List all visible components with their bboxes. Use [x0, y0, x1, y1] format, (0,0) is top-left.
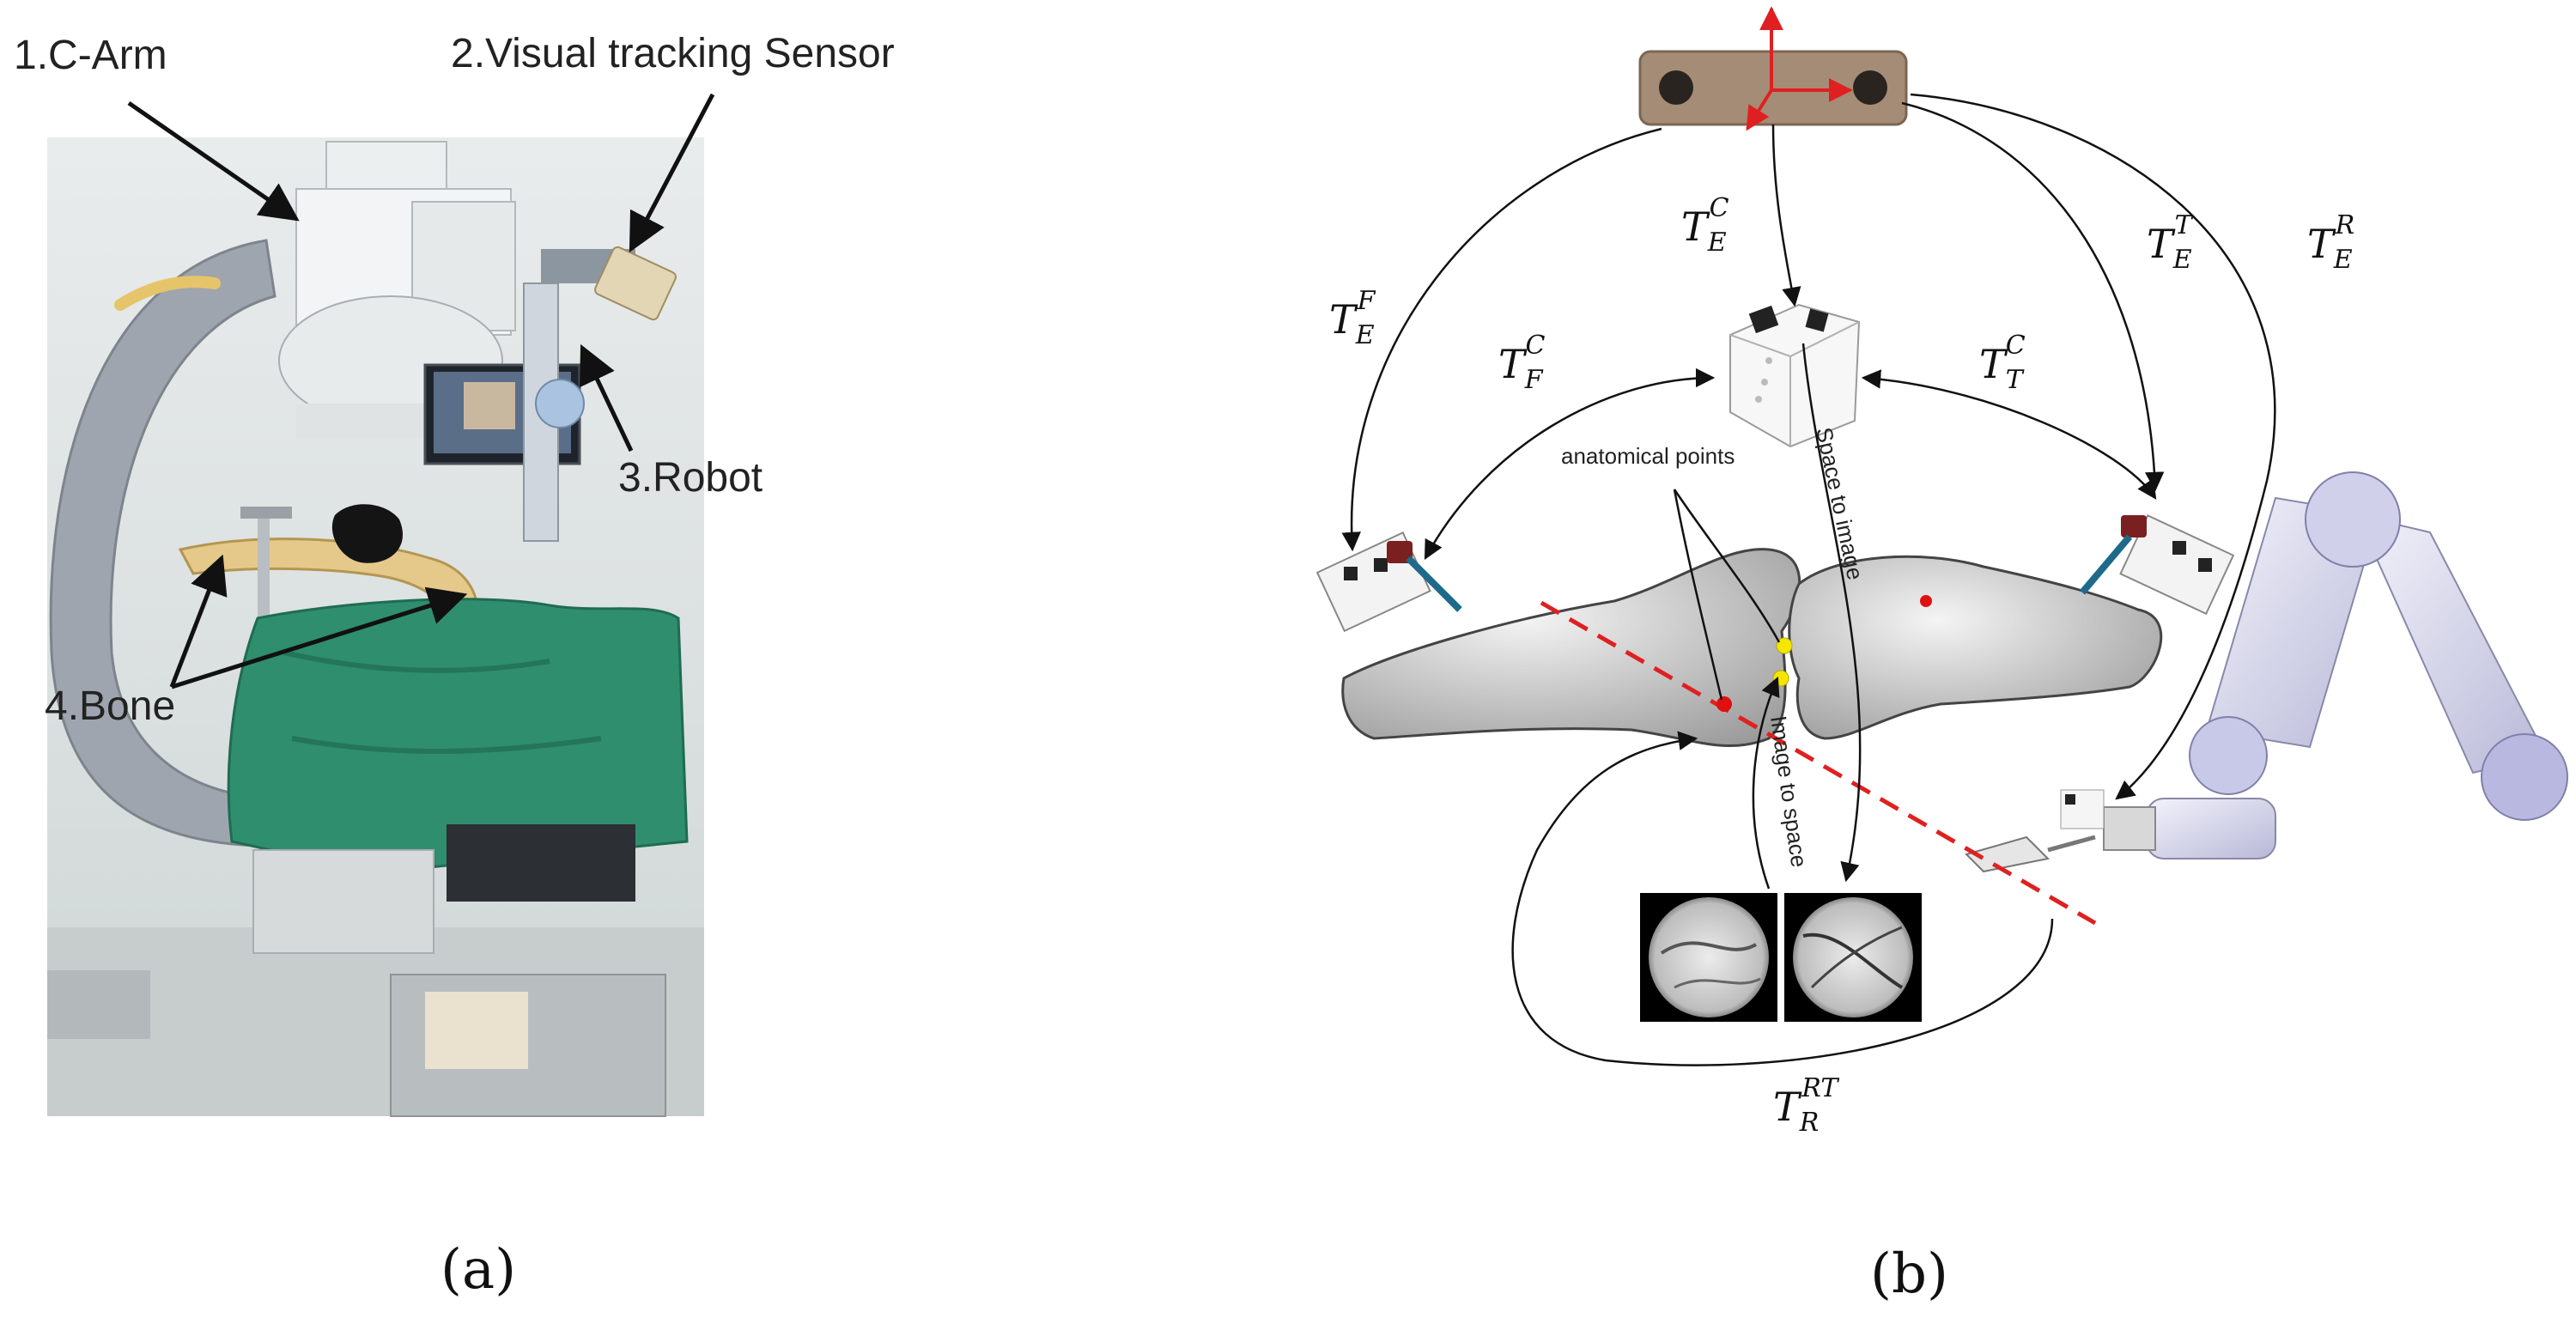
- arrow-TRRT: [1511, 731, 2054, 1066]
- sensor-label: 2.Visual tracking Sensor: [451, 31, 895, 76]
- planned-trajectory: [1540, 600, 2097, 926]
- operating-room-photo: [47, 137, 704, 1117]
- c-arm-label: 1.C-Arm: [14, 33, 167, 78]
- arrow-space-to-image: [1801, 343, 1862, 883]
- bone-arrow-2: [171, 586, 468, 689]
- camera-frame-axes: [1746, 6, 1853, 131]
- label-TRRT: TRRT: [1773, 1073, 1839, 1138]
- label-TFC: TFC: [1498, 331, 1546, 395]
- arrow-image-to-space: [1752, 676, 1780, 890]
- label-TER: TER: [2307, 210, 2354, 275]
- tibia-model: [1788, 555, 2163, 740]
- sensor-arrow: [629, 93, 715, 252]
- robot-arm-model: [2060, 471, 2568, 859]
- label-TET: TET: [2147, 210, 2194, 275]
- femur-model: [1341, 548, 1801, 748]
- transform-labels: TEF TEC TFC TTC TET TER TRRT: [1329, 193, 2354, 1138]
- bone-label: 4.Bone: [45, 683, 175, 729]
- label-TTC: TTC: [1979, 331, 2026, 395]
- arrow-TTC: [1861, 369, 2157, 500]
- robot-label: 3.Robot: [618, 455, 762, 501]
- label-TEC: TEC: [1681, 193, 1729, 258]
- c-arm-arrow: [127, 100, 300, 222]
- anatomical-points-label: anatomical points: [1561, 443, 1735, 469]
- femur-tracker: [1315, 531, 1462, 633]
- transform-arrows: [1341, 93, 2276, 1066]
- space-to-image-label: Space to image: [1811, 425, 1868, 582]
- arrow-TER: [1910, 93, 2276, 800]
- visual-tracking-sensor: [594, 246, 677, 321]
- panel-a: 1.C-Arm 2.Visual tracking Sensor 3.Robot…: [14, 31, 895, 1302]
- xray-image-lateral: [1784, 893, 1922, 1022]
- caption-b: (b): [1870, 1242, 1948, 1306]
- caption-a: (a): [440, 1238, 516, 1302]
- xray-image-ap: [1640, 893, 1777, 1022]
- arrow-TEC: [1771, 124, 1801, 307]
- target-point-tibia: [1920, 595, 1932, 607]
- tibia-tracker: [2079, 513, 2235, 616]
- image-to-space-label: Image to space: [1765, 714, 1812, 869]
- anatomical-point-1: [1776, 637, 1793, 654]
- surgical-drill: [1965, 835, 2096, 873]
- label-TEF: TEF: [1329, 286, 1376, 350]
- arrow-TEF: [1341, 127, 1662, 552]
- calibration-phantom: [1729, 303, 1861, 448]
- arrow-TFC: [1424, 367, 1716, 560]
- bone-arrow-1: [169, 554, 228, 688]
- target-point-entry: [1716, 696, 1732, 712]
- arrow-TET: [1901, 101, 2165, 492]
- panel-b: TEF TEC TFC TTC TET TER TRRT anatomical …: [1315, 6, 2568, 1306]
- robot-arrow: [580, 343, 634, 452]
